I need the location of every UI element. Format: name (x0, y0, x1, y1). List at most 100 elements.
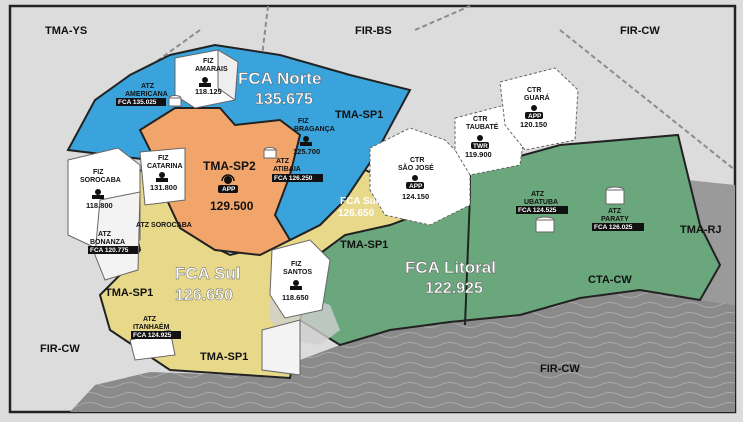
fca-norte-title: FCA Norte (238, 69, 321, 88)
fir-cw-top-label: FIR-CW (620, 25, 660, 37)
atz-americana-label: ATZ (141, 83, 155, 90)
tma-rj-label: TMA-RJ (680, 224, 722, 236)
headset-icon (477, 135, 483, 141)
atz-itanhaem-name: ITANHAÉM (133, 322, 170, 331)
ctr-guara-name: GUARÁ (524, 93, 550, 102)
app-badge (406, 182, 424, 189)
sector-block-ctr-guara (499, 67, 579, 151)
atz-atibaia-label: ATZ (276, 158, 290, 165)
atz-ubatuba-label: ATZ (531, 191, 545, 198)
fir-cw-bottom-label: FIR-CW (540, 363, 580, 375)
atz-paraty-label: ATZ (608, 208, 622, 215)
fiz-santos-name: SANTOS (283, 269, 312, 276)
headset-icon (531, 105, 537, 111)
fca-norte-frequency: 135.675 (255, 91, 313, 108)
fiz-braganca-frequency: 125.700 (293, 147, 320, 156)
fca-litoral-frequency: 122.925 (425, 280, 483, 297)
sea-waves (70, 290, 735, 412)
ctr-sao-jose-name: SÃO JOSÉ (398, 163, 434, 172)
headset-icon (290, 280, 302, 290)
atz-bonanza-name: BONANZA (90, 239, 125, 246)
headset-icon (412, 175, 418, 181)
fiz-catarina-frequency: 131.800 (150, 183, 177, 192)
ctr-taubate-name: TAUBATÉ (466, 122, 499, 131)
twr-badge-text: TWR (473, 143, 488, 150)
atz-itanhaem-label: ATZ (143, 316, 157, 323)
fiz-sorocaba-label: FIZ (93, 169, 104, 176)
tma-sp1-label: TMA-SP1 (200, 351, 248, 363)
headset-icon (92, 189, 104, 199)
fca-frequency-badge (116, 98, 166, 106)
headset-icon (300, 136, 312, 146)
fiz-santos-label: FIZ (291, 261, 302, 268)
ctr-guara-label: CTR (527, 87, 541, 94)
atz-paraty-fca: FCA 126.025 (594, 224, 633, 231)
app-badge (218, 185, 238, 193)
fiz-amarais-name: AMARAIS (195, 66, 228, 73)
atz-cylinder-paraty (605, 186, 625, 205)
fir-bs-label: FIR-BS (355, 25, 392, 37)
cta-cw-label: CTA-CW (588, 274, 632, 286)
fiz-sorocaba-frequency: 118.800 (86, 201, 113, 210)
fir-boundary-line (559, 29, 736, 171)
fca-litoral-title: FCA Litoral (405, 258, 496, 277)
fiz-amarais-label: FIZ (203, 58, 214, 65)
ctr-sao-jose-label: CTR (410, 157, 424, 164)
app-badge-text: APP (528, 113, 542, 120)
fir-cw-left-label: FIR-CW (40, 343, 80, 355)
twr-badge (471, 142, 489, 149)
atz-cylinder-americana (168, 95, 182, 107)
fiz-braganca-label: FIZ (298, 118, 309, 125)
atz-sorocaba-label: ATZ SOROCABA (136, 222, 192, 229)
atz-paraty-name: PARATY (601, 216, 629, 223)
fiz-braganca-name: BRAGANÇA (294, 126, 335, 133)
atz-ubatuba-fca: FCA 124.525 (518, 207, 557, 214)
fca-frequency-badge (131, 331, 181, 339)
fca-sul-small-title: FCA Sul (340, 196, 379, 207)
atz-ubatuba-name: UBATUBA (524, 199, 558, 206)
fca-litoral-divider (464, 194, 471, 326)
atz-cylinder-ubatuba (535, 216, 555, 233)
ctr-guara-frequency: 120.150 (520, 120, 547, 129)
app-badge-text: APP (222, 186, 236, 193)
headset-icon (156, 172, 168, 182)
tma-sp1-label: TMA-SP1 (335, 109, 383, 121)
fca-sul-frequency: 126.650 (175, 287, 233, 304)
fca-frequency-badge (516, 206, 568, 214)
fir-boundary-line (414, 5, 471, 31)
tma-sp2-frequency: 129.500 (210, 199, 254, 213)
fiz-catarina-label: FIZ (158, 155, 169, 162)
tma-ys-label: TMA-YS (45, 25, 87, 37)
fiz-santos-frequency: 118.650 (282, 293, 309, 302)
atz-atibaia-name: ATIBAIA (273, 166, 301, 173)
atz-atibaia-fca: FCA 126.250 (274, 175, 313, 182)
tma-sp1-label: TMA-SP1 (105, 287, 153, 299)
fiz-amarais-frequency: 118.125 (195, 87, 222, 96)
ctr-taubate-label: CTR (473, 116, 487, 123)
fca-frequency-badge (272, 174, 323, 182)
atz-bonanza-label: ATZ (98, 231, 112, 238)
fiz-sorocaba-name: SOROCABA (80, 177, 121, 184)
sector-block-santos (261, 239, 331, 376)
atz-cylinder-atibaia (263, 147, 277, 159)
sector-block-ctr-sao-jose (369, 127, 471, 226)
fca-frequency-badge (88, 246, 138, 254)
ctr-sao-jose-frequency: 124.150 (402, 192, 429, 201)
atz-itanhaem-fca: FCA 124.925 (133, 332, 172, 339)
atz-americana-fca: FCA 135.025 (118, 99, 157, 106)
tma-sp1-label: TMA-SP1 (340, 239, 388, 251)
headset-icon (221, 174, 235, 184)
app-badge (525, 112, 543, 119)
fca-sul-title: FCA Sul (175, 264, 240, 283)
fca-frequency-badge (592, 223, 644, 231)
tma-sp2-label: TMA-SP2 (203, 159, 256, 173)
app-badge-text: APP (409, 183, 423, 190)
fca-sul-small-frequency: 126.650 (338, 208, 375, 219)
atz-americana-name: AMERICANA (125, 91, 168, 98)
fir-boundary-line (257, 5, 269, 91)
atz-bonanza-fca: FCA 120.775 (90, 247, 129, 254)
ctr-taubate-frequency: 119.900 (465, 150, 492, 159)
headset-icon (199, 77, 211, 87)
